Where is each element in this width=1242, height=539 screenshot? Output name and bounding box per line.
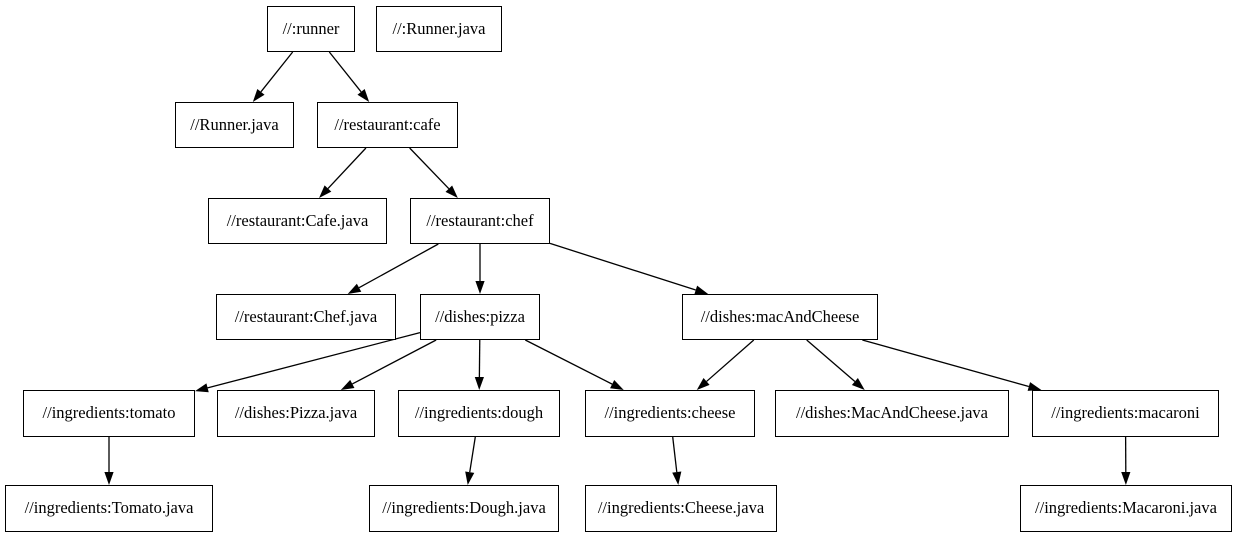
graph-edge-chef-to-mac_and_cheese <box>549 242 696 291</box>
arrowhead-icon <box>1027 382 1042 391</box>
graph-node-chef_java[interactable]: //restaurant:Chef.java <box>216 294 396 340</box>
node-label: //dishes:macAndCheese <box>700 306 860 326</box>
node-label: //dishes:pizza <box>435 306 525 326</box>
node-label: //:Runner.java <box>392 18 486 38</box>
arrowhead-icon <box>347 283 362 294</box>
node-label: //restaurant:chef <box>426 210 534 230</box>
arrowhead-icon <box>195 383 209 393</box>
node-label: //:runner <box>282 18 340 38</box>
node-label: //ingredients:dough <box>414 403 544 423</box>
node-label: //dishes:MacAndCheese.java <box>796 403 988 423</box>
graph-node-dough[interactable]: //ingredients:dough <box>398 390 560 437</box>
graph-node-runner_java_top[interactable]: //:Runner.java <box>376 6 502 52</box>
graph-node-macaroni_java[interactable]: //ingredients:Macaroni.java <box>1020 485 1232 532</box>
node-label: //Runner.java <box>190 114 279 134</box>
arrowhead-icon <box>474 376 484 390</box>
node-label: //ingredients:Dough.java <box>382 498 546 518</box>
graph-edge-cafe-to-cafe_java <box>327 147 367 189</box>
arrowhead-icon <box>475 281 485 294</box>
node-label: //restaurant:cafe <box>334 114 441 134</box>
arrowhead-icon <box>252 88 265 102</box>
graph-edge-runner-to-cafe <box>328 51 362 93</box>
node-label: //ingredients:Macaroni.java <box>1035 498 1217 518</box>
graph-edge-pizza-to-cheese <box>524 339 613 385</box>
graph-node-pizza[interactable]: //dishes:pizza <box>420 294 540 340</box>
graph-node-runner_java[interactable]: //Runner.java <box>175 102 294 148</box>
arrowhead-icon <box>357 88 370 102</box>
graph-edge-runner-to-runner_java <box>260 51 294 93</box>
graph-node-cafe_java[interactable]: //restaurant:Cafe.java <box>208 198 387 244</box>
graph-edge-dough-to-dough_java <box>469 436 476 473</box>
arrowhead-icon <box>1121 471 1131 485</box>
graph-node-cheese[interactable]: //ingredients:cheese <box>585 390 755 437</box>
graph-edge-mac_and_cheese-to-macaroni <box>862 339 1030 388</box>
arrowhead-icon <box>465 471 475 485</box>
arrowhead-icon <box>694 285 709 295</box>
arrowhead-icon <box>340 379 355 390</box>
node-label: //restaurant:Cafe.java <box>226 210 369 230</box>
graph-node-cheese_java[interactable]: //ingredients:Cheese.java <box>585 485 777 532</box>
arrowhead-icon <box>851 378 865 390</box>
graph-node-mac_java[interactable]: //dishes:MacAndCheese.java <box>775 390 1009 437</box>
graph-edge-cafe-to-chef <box>409 147 450 190</box>
graph-edge-mac_and_cheese-to-cheese <box>706 339 755 382</box>
node-label: //ingredients:tomato <box>42 403 176 423</box>
node-label: //dishes:Pizza.java <box>234 403 358 423</box>
arrowhead-icon <box>445 185 458 198</box>
graph-edge-mac_and_cheese-to-mac_java <box>806 339 856 383</box>
graph-node-tomato_java[interactable]: //ingredients:Tomato.java <box>5 485 213 532</box>
graph-node-cafe[interactable]: //restaurant:cafe <box>317 102 458 148</box>
node-label: //ingredients:cheese <box>604 403 736 423</box>
graph-node-runner[interactable]: //:runner <box>267 6 355 52</box>
node-label: //ingredients:Cheese.java <box>597 498 765 518</box>
arrowhead-icon <box>319 185 332 198</box>
graph-edge-pizza-to-pizza_java <box>352 339 437 385</box>
graph-node-mac_and_cheese[interactable]: //dishes:macAndCheese <box>682 294 878 340</box>
graph-node-tomato[interactable]: //ingredients:tomato <box>23 390 195 437</box>
arrowhead-icon <box>610 380 624 390</box>
graph-node-macaroni[interactable]: //ingredients:macaroni <box>1032 390 1219 437</box>
graph-node-pizza_java[interactable]: //dishes:Pizza.java <box>217 390 375 437</box>
arrowhead-icon <box>672 471 682 485</box>
graph-edge-cheese-to-cheese_java <box>672 436 678 473</box>
arrowhead-icon <box>104 472 114 485</box>
graph-node-dough_java[interactable]: //ingredients:Dough.java <box>369 485 559 532</box>
graph-edge-chef-to-chef_java <box>358 243 439 289</box>
node-label: //ingredients:macaroni <box>1051 403 1200 423</box>
graph-edge-pizza-to-tomato <box>207 331 421 389</box>
graph-node-chef[interactable]: //restaurant:chef <box>410 198 550 244</box>
arrowhead-icon <box>696 377 710 390</box>
node-label: //restaurant:Chef.java <box>234 306 378 326</box>
node-label: //ingredients:Tomato.java <box>24 498 194 518</box>
